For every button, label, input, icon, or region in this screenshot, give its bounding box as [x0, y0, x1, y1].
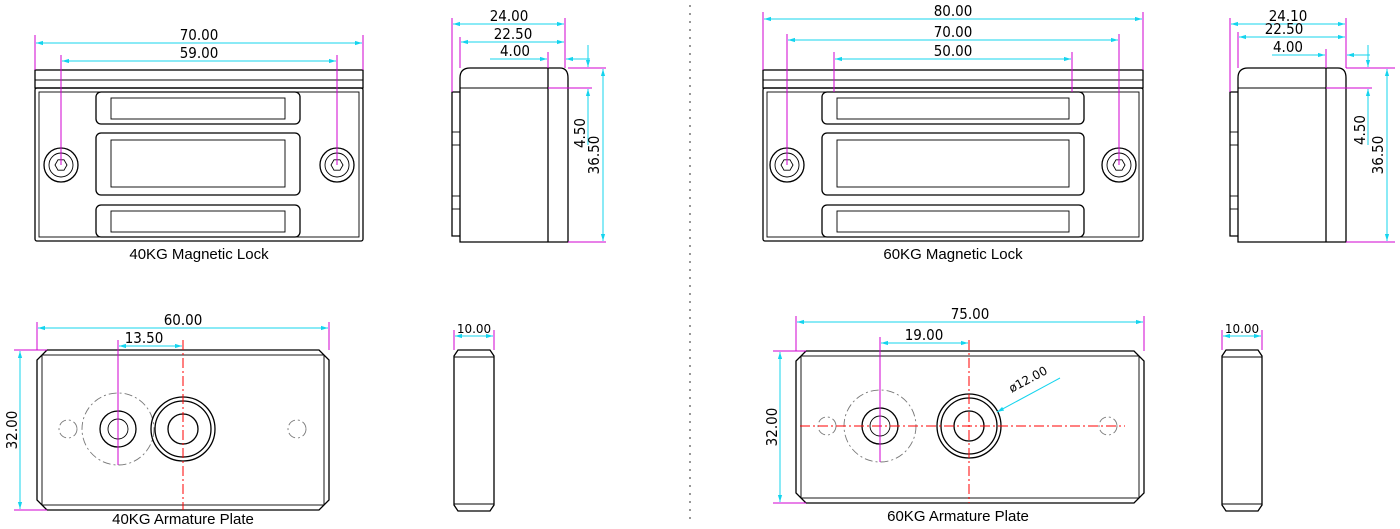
plate60-dimensions: 75.00 19.00 32.00 ø12.00 [763, 305, 1145, 504]
dim-plate40-offset: 13.50 [125, 329, 164, 347]
dim-plate40-total: 60.00 [164, 311, 203, 329]
dim-lock40-holes: 59.00 [180, 44, 219, 62]
dim-lock60-side-h2: 36.50 [1369, 136, 1387, 175]
dim-lock60-side-h1: 4.50 [1351, 115, 1369, 145]
dim-lock40-side-w2: 22.50 [494, 25, 533, 43]
plate60-side-dimensions: 10.00 [1221, 322, 1263, 350]
plate40-side-dimensions: 10.00 [453, 322, 495, 350]
lock60-side-dimensions: 24.10 22.50 4.00 4.50 36.50 [1229, 7, 1395, 243]
lock60-side-view [1229, 67, 1347, 243]
plate60-top-view [795, 340, 1145, 504]
dim-plate60-offset: 19.00 [905, 326, 944, 344]
plate40-side-view [453, 349, 495, 512]
dim-plate60-dia: ø12.00 [1006, 363, 1049, 395]
lock60-front-view [762, 69, 1144, 242]
lock40-front-dimensions: 70.00 59.00 [34, 26, 364, 165]
dim-lock60-side-w3: 4.00 [1273, 38, 1303, 56]
dim-plate60-total: 75.00 [951, 305, 990, 323]
plate40-dimensions: 60.00 13.50 32.00 [3, 311, 330, 511]
caption-plate40: 40KG Armature Plate [112, 511, 254, 528]
dim-lock40-total: 70.00 [180, 26, 219, 44]
dim-lock60-inner: 50.00 [934, 42, 973, 60]
dim-lock40-side-h1: 4.50 [571, 118, 589, 148]
dim-lock40-side-w1: 24.00 [490, 7, 529, 25]
lock40-side-dimensions: 24.00 22.50 4.00 4.50 36.50 [451, 7, 606, 243]
dim-lock60-holes: 70.00 [934, 23, 973, 41]
dim-lock60-side-w1: 24.10 [1269, 7, 1308, 25]
plate60-side-view [1221, 349, 1263, 512]
dim-plate60-height: 32.00 [763, 408, 781, 447]
lock40-side-view [451, 67, 569, 243]
dim-lock60-side-w2: 22.50 [1265, 20, 1304, 38]
lock40-front-view [34, 69, 364, 242]
dim-plate40-thick: 10.00 [457, 322, 491, 336]
caption-plate60: 60KG Armature Plate [887, 508, 1029, 525]
dim-lock40-side-h2: 36.50 [585, 136, 603, 175]
caption-lock60: 60KG Magnetic Lock [883, 246, 1023, 263]
dim-lock40-side-w3: 4.00 [500, 42, 530, 60]
dim-plate40-height: 32.00 [3, 411, 21, 450]
caption-lock40: 40KG Magnetic Lock [129, 246, 269, 263]
lock60-front-dimensions: 80.00 70.00 50.00 [762, 2, 1144, 165]
dim-plate60-thick: 10.00 [1225, 322, 1259, 336]
dim-lock60-total: 80.00 [934, 2, 973, 20]
plate40-top-view [36, 340, 330, 511]
